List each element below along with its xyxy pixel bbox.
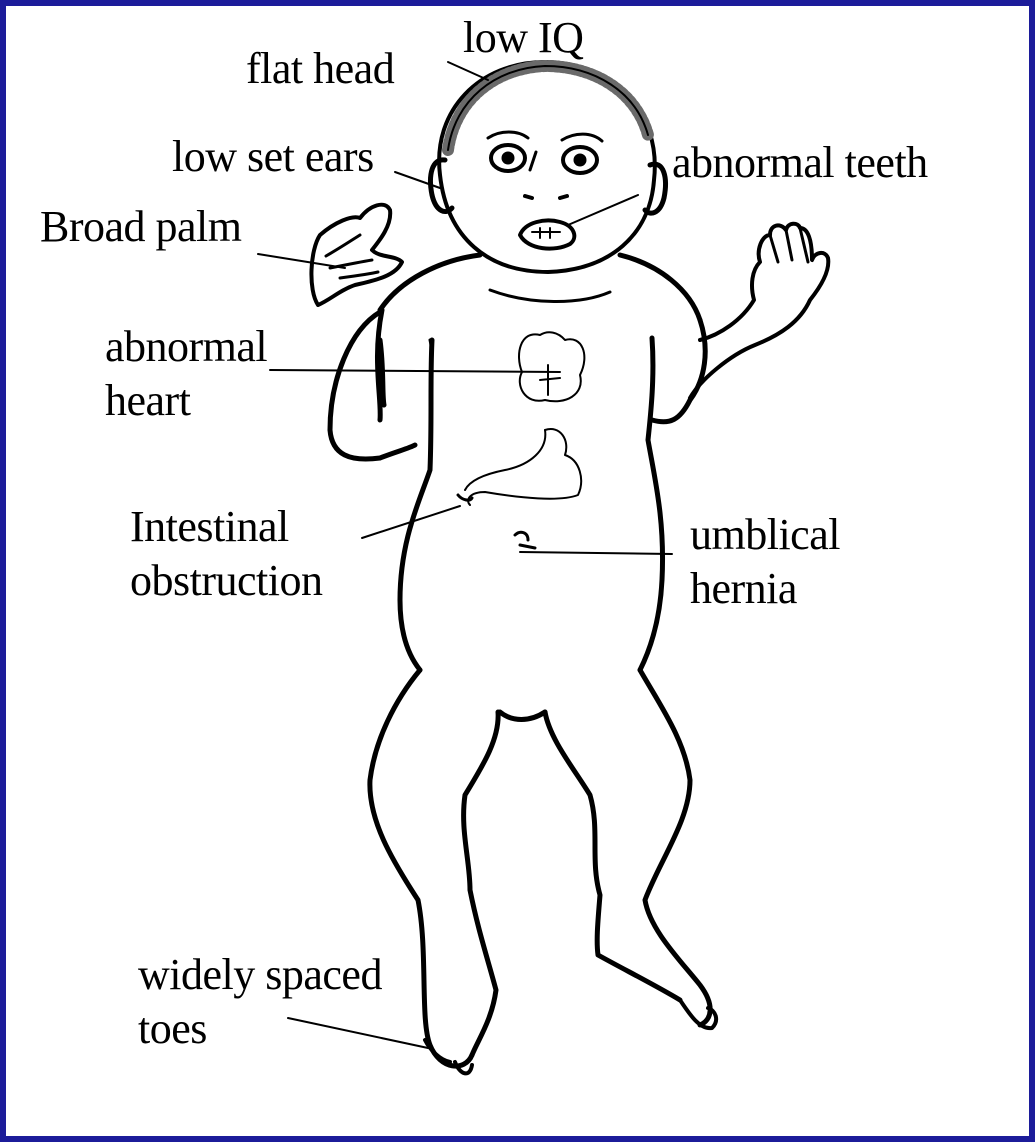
label-abnormal-heart-line1: abnormal	[105, 320, 267, 374]
umbilicus	[515, 532, 535, 548]
right-leg	[500, 670, 716, 1028]
left-leg	[370, 670, 498, 1073]
label-umbilical-line1: umblical	[690, 508, 840, 562]
leader-abnormal-heart	[270, 370, 560, 372]
label-toes-line2: toes	[138, 1002, 382, 1056]
head	[431, 62, 666, 272]
torso	[377, 255, 700, 670]
label-flat-head: flat head	[246, 42, 394, 96]
label-intestinal-obstruction: Intestinal obstruction	[130, 500, 322, 608]
label-abnormal-heart: abnormal heart	[105, 320, 267, 428]
label-low-set-ears: low set ears	[172, 130, 374, 184]
label-intestinal-line2: obstruction	[130, 554, 322, 608]
right-arm	[652, 224, 828, 422]
label-umbilical-hernia: umblical hernia	[690, 508, 840, 616]
hair-texture	[448, 66, 648, 150]
heart-organ	[519, 332, 584, 401]
label-abnormal-teeth: abnormal teeth	[672, 136, 928, 190]
label-low-iq: low IQ	[463, 11, 583, 65]
label-widely-spaced-toes: widely spaced toes	[138, 948, 382, 1056]
label-abnormal-heart-line2: heart	[105, 374, 267, 428]
label-broad-palm: Broad palm	[40, 200, 242, 254]
leader-broad-palm	[258, 254, 345, 268]
mouth	[520, 221, 574, 249]
left-arm	[311, 205, 415, 459]
leader-umbilical	[520, 552, 672, 554]
left-hand	[311, 205, 402, 305]
label-umbilical-line2: hernia	[690, 562, 840, 616]
leader-abnormal-teeth	[568, 195, 638, 225]
intestine	[468, 429, 581, 505]
label-toes-line1: widely spaced	[138, 948, 382, 1002]
label-intestinal-line1: Intestinal	[130, 500, 322, 554]
